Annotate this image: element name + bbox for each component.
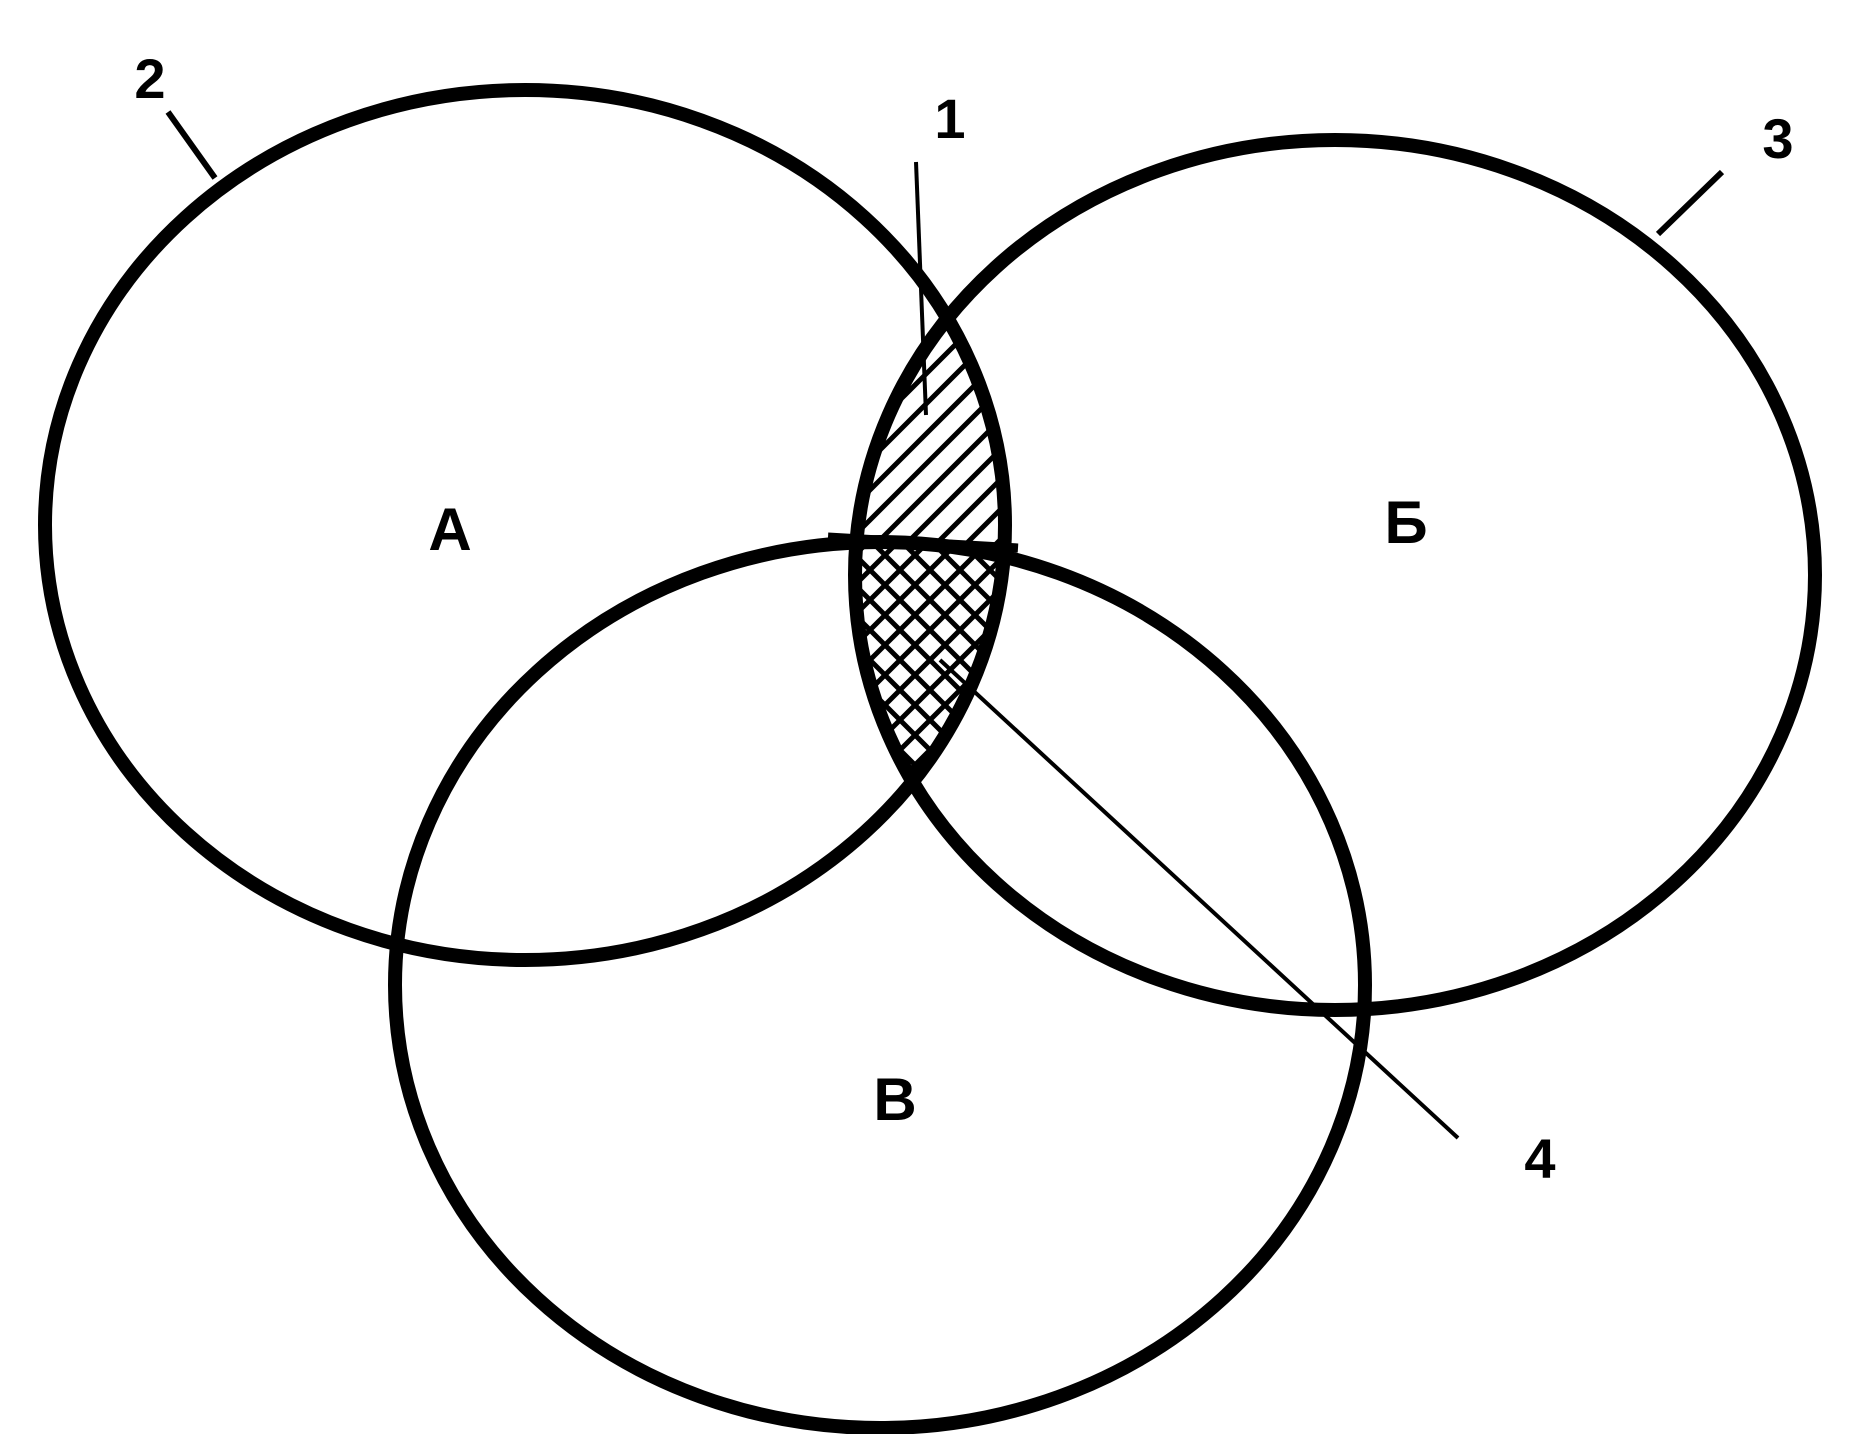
hatch-line <box>515 250 810 545</box>
label-number-3: 3 <box>1762 107 1793 170</box>
leader-line-3 <box>1655 169 1725 237</box>
hatch-line <box>485 250 780 545</box>
hatch-line <box>1025 250 1320 545</box>
label-number-4: 4 <box>1524 1127 1555 1190</box>
crosshatch-line <box>1040 530 1330 820</box>
set-a-label: А <box>428 496 471 563</box>
crosshatch-line <box>1340 530 1630 820</box>
hatch-line <box>903 248 1005 547</box>
hatch-line <box>1235 250 1530 545</box>
hatch-line <box>1205 250 1500 545</box>
set-b-circle <box>848 133 1822 1017</box>
hatch-line <box>1325 250 1620 545</box>
crosshatch-line <box>855 542 1005 822</box>
crosshatch-line <box>1220 530 1510 820</box>
crosshatch-line <box>918 542 1005 822</box>
leader-line-2 <box>165 110 218 180</box>
hatch-line <box>1115 250 1410 545</box>
crosshatch-line <box>1040 530 1330 820</box>
crosshatch-line <box>1220 530 1510 820</box>
label-number-2: 2 <box>134 47 165 110</box>
hatch-line <box>993 248 1005 547</box>
hatch-line <box>1085 250 1380 545</box>
crosshatch-line <box>1340 530 1630 820</box>
hatch-line <box>855 248 1005 547</box>
crosshatch-line <box>1280 530 1570 820</box>
crosshatch-line <box>855 542 1005 822</box>
crosshatch-line <box>855 542 1002 822</box>
crosshatch-line <box>530 530 820 820</box>
crosshatch-line <box>855 542 942 822</box>
leader-line-1 <box>914 161 928 416</box>
set-b-label: Б <box>1384 489 1427 556</box>
set-a-circle <box>38 83 1012 967</box>
crosshatch-line <box>1070 530 1360 820</box>
hatch-line <box>933 248 1005 547</box>
crosshatch-line <box>1100 530 1390 820</box>
crosshatch-line <box>855 542 972 822</box>
hatch-line <box>873 248 1005 547</box>
crosshatch-line <box>855 542 882 822</box>
crosshatch-line <box>888 542 1005 822</box>
crosshatch-line <box>1310 530 1600 820</box>
set-c-label: В <box>873 1066 916 1133</box>
crosshatch-line <box>1250 530 1540 820</box>
crosshatch-line <box>948 542 1005 822</box>
crosshatch-line <box>858 542 1005 822</box>
crosshatch-line <box>1280 530 1570 820</box>
hatch-line <box>1295 250 1590 545</box>
crosshatch-line <box>1100 530 1390 820</box>
label-number-1: 1 <box>934 87 965 150</box>
crosshatch-line <box>530 530 820 820</box>
leader-line-4 <box>938 658 1460 1140</box>
crosshatch-line <box>1070 530 1360 820</box>
crosshatch-line <box>1250 530 1540 820</box>
hatch-line <box>855 248 872 547</box>
hatch-line <box>545 250 840 545</box>
diagonal-hatch-region <box>485 248 1620 547</box>
set-c-circle <box>388 535 1372 1434</box>
crosshatch-line <box>1130 530 1420 820</box>
crosshatch-line <box>855 542 882 822</box>
crosshatch-line <box>1130 530 1420 820</box>
hatch-line <box>1055 250 1350 545</box>
crosshatch-line <box>1310 530 1600 820</box>
